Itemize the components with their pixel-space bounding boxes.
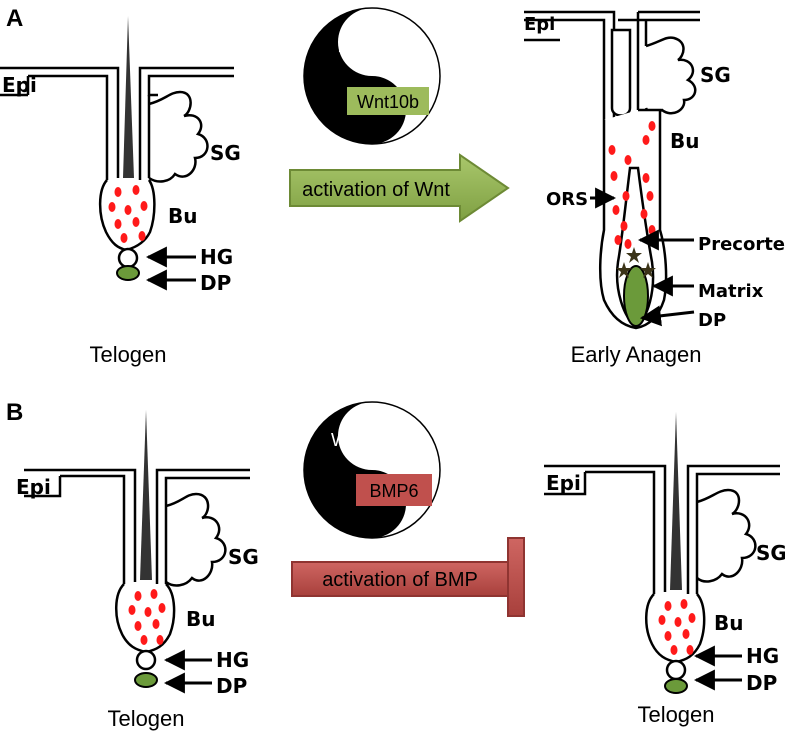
hg-label-a: HG [200,245,233,269]
dp-label-a-right: DP [698,310,726,331]
panel-b-label: B [6,399,23,426]
wnt10b-box-a-label: Wnt10b [357,92,419,112]
sg-label-b-right: SG [756,541,785,565]
bmp-inhibition-arrow [291,537,525,617]
caption-telogen-a: Telogen [89,342,166,367]
yinyang-a-black-label: BMP6 [337,36,386,56]
wnt-arrow-label: activation of Wnt [302,179,450,201]
yinyang-a [303,7,441,145]
hg-label-b-left: HG [216,648,249,672]
bmp6-box-b [356,474,432,506]
epi-label-b-right: Epi [546,471,581,495]
epi-label-a-right: Epi [524,14,555,35]
bu-label-b-right: Bu [714,611,743,635]
wnt-activation-arrow [289,153,510,223]
bu-label-a-right: Bu [670,129,699,153]
yinyang-b [303,401,441,539]
epi-label-a-left: Epi [2,73,37,97]
anagen-follicle [524,10,700,330]
epi-label-b-left: Epi [16,475,51,499]
telogen-follicle-b-right [544,412,780,694]
caption-telogen-b-left: Telogen [107,706,184,731]
bu-label-a-left: Bu [168,204,197,228]
dp-arrow-a-right [639,305,695,327]
dp-label-b-right: DP [746,671,777,695]
bu-label-b-left: Bu [186,607,215,631]
wnt10b-box-a [347,87,429,115]
dp-label-b-left: DP [216,674,247,698]
caption-early-anagen: Early Anagen [571,342,702,367]
precortex-label: Precortex [698,234,785,255]
bmp-arrow-label: activation of BMP [322,569,478,591]
telogen-follicle-a [0,16,234,281]
hg-label-b-right: HG [746,644,779,668]
sg-label-a-right: SG [700,63,731,87]
sg-label-a-left: SG [210,141,241,165]
telogen-follicle-b-left [24,410,250,688]
caption-telogen-b-right: Telogen [637,702,714,727]
yinyang-b-black-label: Wnt10b [331,430,393,450]
ors-label: ORS [546,189,588,210]
dp-label-a-left: DP [200,271,231,295]
matrix-label: Matrix [698,281,764,302]
panel-a-label: A [6,5,23,32]
sg-label-b-left: SG [228,545,259,569]
bmp6-box-b-label: BMP6 [369,481,418,501]
